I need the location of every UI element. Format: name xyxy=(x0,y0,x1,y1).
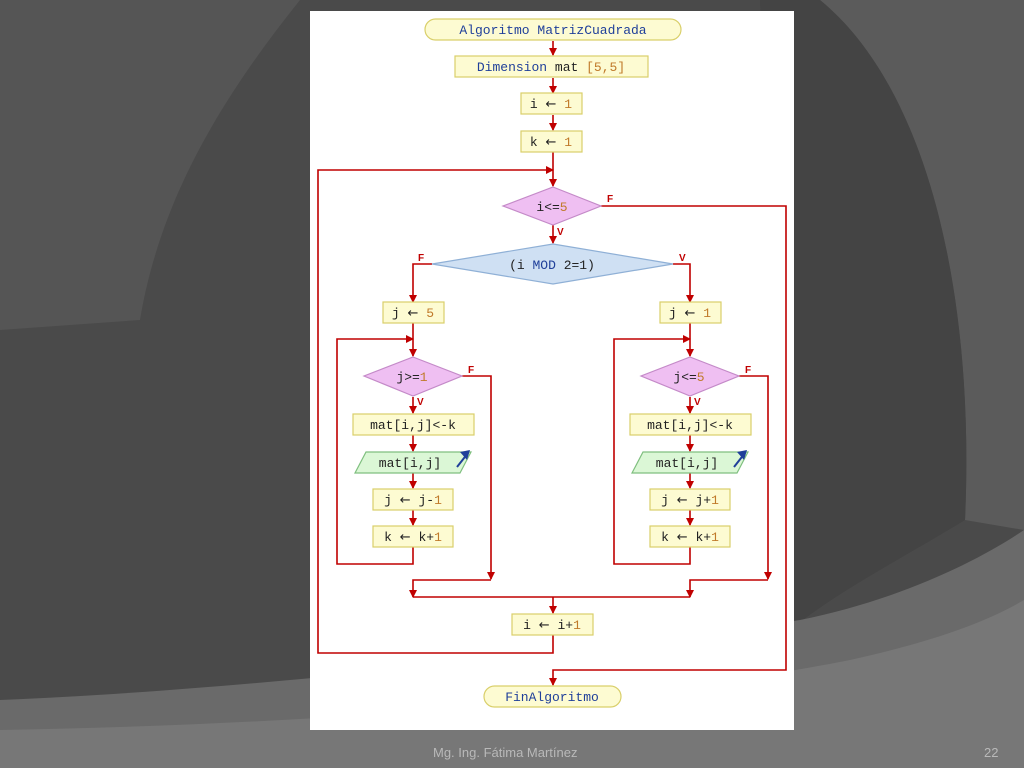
left-assign-box xyxy=(352,413,475,436)
right-decision xyxy=(639,356,741,397)
branch-labels: F V F V F V F V xyxy=(417,194,751,408)
dimension-box xyxy=(454,55,649,78)
right-step-k-box xyxy=(649,525,731,548)
left-init-j-box xyxy=(382,301,445,324)
decision-i-le-5 xyxy=(501,186,603,226)
flowchart: Algoritmo MatrizCuadrada Dimension mat [… xyxy=(317,18,787,708)
mod-false-line xyxy=(409,263,432,303)
start-terminal xyxy=(424,18,682,41)
left-step-j-box xyxy=(372,488,454,511)
inc-i-label: i ← i+1 xyxy=(523,618,581,633)
right-loop-line xyxy=(613,335,691,565)
output-arrow-icon xyxy=(456,450,470,468)
left-loop-line xyxy=(336,335,414,565)
right-step-j-label: j ← j+1 xyxy=(661,493,719,508)
right-exit-line xyxy=(739,375,772,580)
right-assign-label: mat[i,j]<-k xyxy=(647,418,733,433)
left-merge-line xyxy=(409,579,491,598)
right-output xyxy=(631,451,749,474)
output-arrow-icon xyxy=(733,450,747,468)
init-k-label: k ← 1 xyxy=(530,135,572,150)
start-label: Algoritmo MatrizCuadrada xyxy=(459,23,646,38)
left-output xyxy=(354,451,472,474)
inc-i-box xyxy=(511,613,594,636)
right-decision-label: j<=5 xyxy=(673,370,704,385)
dimension-label: Dimension mat [5,5] xyxy=(477,60,625,75)
false-label: F xyxy=(418,253,424,264)
right-step-k-label: k ← k+1 xyxy=(661,530,719,545)
false-label: F xyxy=(607,194,613,205)
end-label: FinAlgoritmo xyxy=(505,690,599,705)
true-label: V xyxy=(694,397,701,408)
left-step-j-label: j ← j-1 xyxy=(384,493,442,508)
right-init-j-label: j ← 1 xyxy=(669,306,711,321)
shapes: Algoritmo MatrizCuadrada Dimension mat [… xyxy=(352,18,752,708)
exit-line xyxy=(549,205,787,686)
left-decision-label: j>=1 xyxy=(396,370,427,385)
true-label: V xyxy=(557,227,564,238)
footer-author: Mg. Ing. Fátima Martínez xyxy=(433,745,578,760)
page-number: 22 xyxy=(984,745,999,760)
left-decision xyxy=(362,356,464,397)
init-i-label: i ← 1 xyxy=(530,97,572,112)
right-merge-line xyxy=(686,579,768,598)
left-init-j-label: j ← 5 xyxy=(392,306,434,321)
decision-i-label: i<=5 xyxy=(536,200,567,215)
left-assign-label: mat[i,j]<-k xyxy=(370,418,456,433)
left-exit-line xyxy=(462,375,495,580)
true-label: V xyxy=(417,397,424,408)
decision-mod-label: (i MOD 2=1) xyxy=(509,258,595,273)
mod-true-line xyxy=(673,263,694,303)
left-step-k-box xyxy=(372,525,454,548)
right-assign-box xyxy=(629,413,752,436)
init-i-box xyxy=(520,92,583,115)
decision-mod xyxy=(431,243,674,285)
false-label: F xyxy=(745,365,751,376)
outer-loop-line xyxy=(317,166,554,654)
left-output-label: mat[i,j] xyxy=(379,456,441,471)
right-output-label: mat[i,j] xyxy=(656,456,718,471)
connectors xyxy=(317,41,787,686)
right-init-j-box xyxy=(659,301,722,324)
false-label: F xyxy=(468,365,474,376)
right-step-j-box xyxy=(649,488,731,511)
true-label: V xyxy=(679,253,686,264)
init-k-box xyxy=(520,130,583,153)
end-terminal xyxy=(483,685,622,708)
left-step-k-label: k ← k+1 xyxy=(384,530,442,545)
